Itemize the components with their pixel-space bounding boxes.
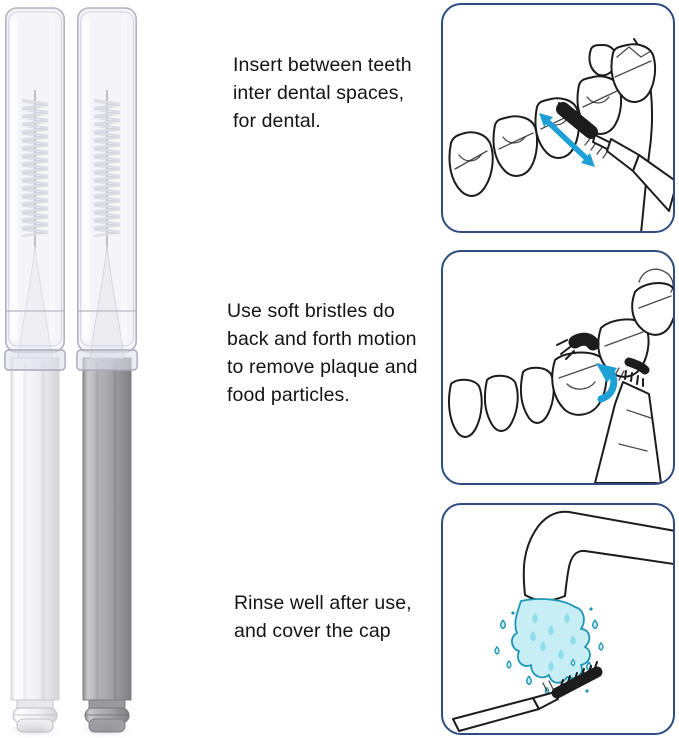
- brush-endcap-white: [12, 699, 58, 733]
- brush-shadow: [80, 724, 132, 736]
- step-2-text: Use soft bristles do back and forth moti…: [227, 300, 418, 406]
- step-1-text: Insert between teeth inter dental spaces…: [233, 54, 412, 132]
- brush-endcap-gray: [84, 699, 130, 733]
- step-1-illustration-insert-between-teeth: [448, 38, 673, 231]
- step-3-illustration-rinse-under-faucet: [452, 510, 673, 732]
- brush-handle: [594, 381, 662, 483]
- brush-handle-white: [10, 357, 60, 701]
- rinse-brush: [452, 661, 603, 732]
- brush-head-curved: [556, 332, 650, 387]
- insertion-direction-arrow: [539, 113, 595, 167]
- water-stream: [494, 598, 604, 703]
- brush-handle: [592, 134, 673, 212]
- teeth-row: [448, 268, 673, 438]
- interdental-brush-white: [4, 7, 66, 733]
- brush-cap: [76, 7, 138, 371]
- step-1-panel: [441, 3, 675, 233]
- step-3-panel: [441, 503, 675, 735]
- brush-handle-gray: [82, 357, 132, 701]
- faucet: [522, 510, 673, 602]
- step-2-panel: [441, 250, 675, 485]
- step-2-illustration-back-and-forth-motion: [448, 268, 673, 483]
- teeth-row: [448, 43, 657, 197]
- brush-cap: [4, 7, 66, 371]
- motion-curved-arrow: [596, 363, 618, 403]
- interdental-brush-gray: [76, 7, 138, 733]
- brush-head-between-teeth: [556, 102, 610, 159]
- brush-shadow: [8, 724, 60, 736]
- step-3-text: Rinse well after use, and cover the cap: [234, 592, 412, 642]
